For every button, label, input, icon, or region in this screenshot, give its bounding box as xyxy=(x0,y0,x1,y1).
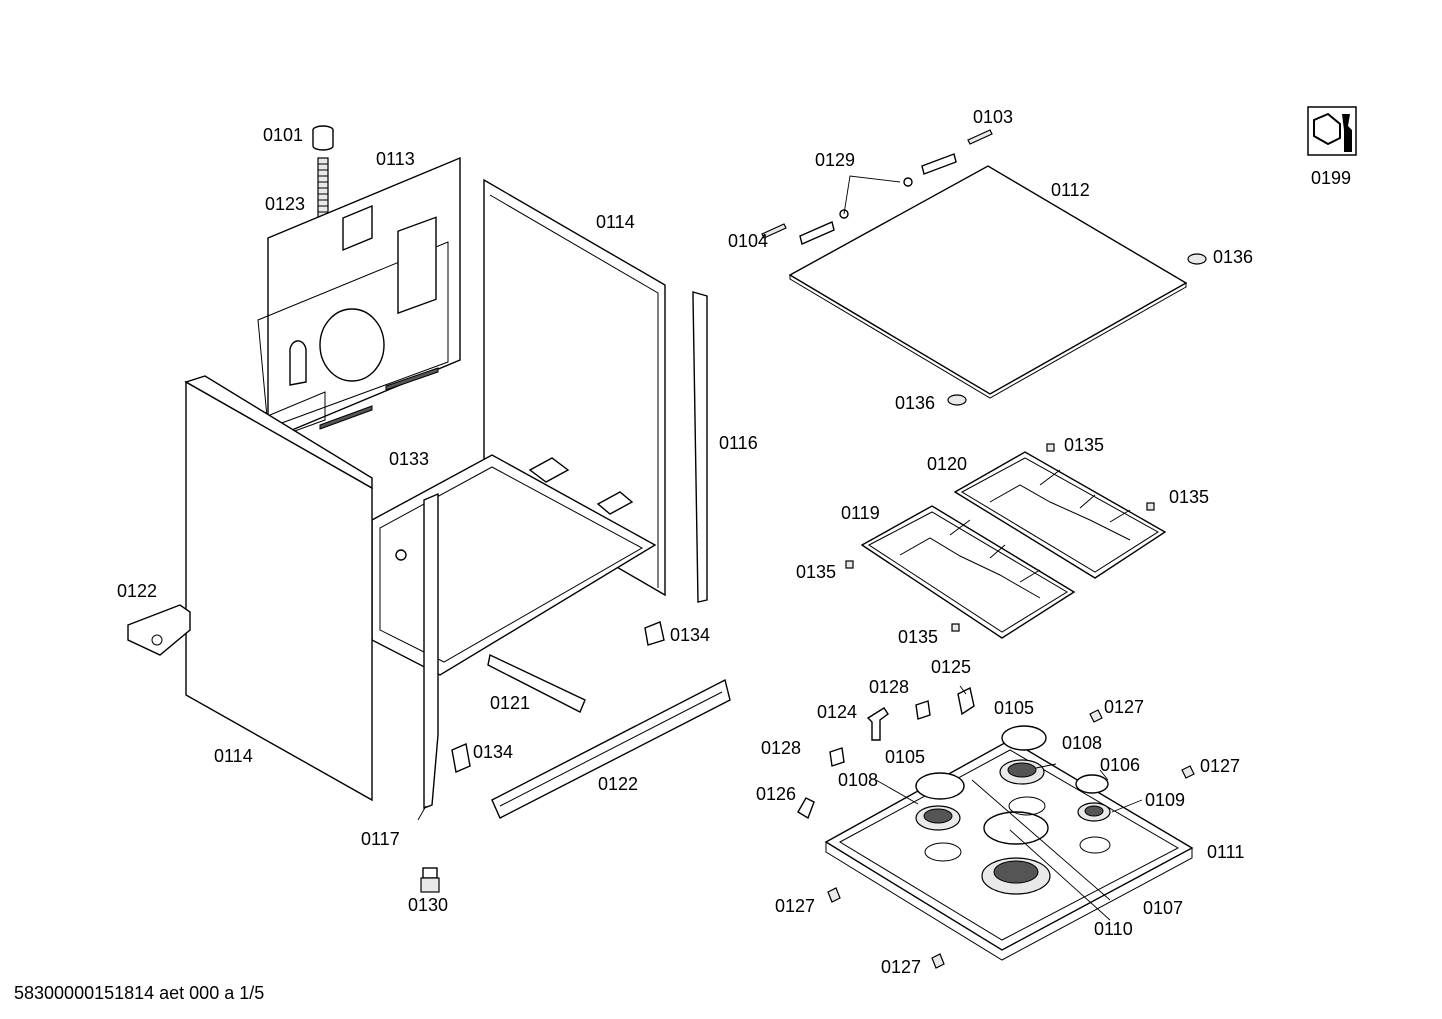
part-0120-grate xyxy=(953,451,1167,579)
label-0136-bottom: 0136 xyxy=(895,393,936,413)
label-0135-d: 0135 xyxy=(898,627,939,647)
part-0112-cover-plate xyxy=(788,165,1188,399)
part-0136-bumper-b xyxy=(947,394,967,406)
label-0104: 0104 xyxy=(728,231,769,251)
label-0119: 0119 xyxy=(841,503,880,523)
label-0134-b: 0134 xyxy=(473,742,514,762)
part-0103-screw xyxy=(967,129,993,145)
label-0129: 0129 xyxy=(815,150,856,170)
label-0112: 0112 xyxy=(1051,180,1090,200)
label-0110: 0110 xyxy=(1094,919,1133,939)
part-0105-burner-cap-a xyxy=(1001,725,1047,751)
part-0135-foot-b xyxy=(1146,502,1155,511)
label-0101: 0101 xyxy=(263,125,304,145)
part-0134-clip-b xyxy=(451,743,471,773)
part-0101-cap xyxy=(312,125,334,151)
part-0135-foot-d xyxy=(951,623,960,632)
part-0128-clip-a xyxy=(915,700,931,720)
label-0124: 0124 xyxy=(817,702,858,722)
label-0107: 0107 xyxy=(1143,898,1184,918)
label-0108-b: 0108 xyxy=(838,770,879,790)
label-0117: 0117 xyxy=(361,829,400,849)
label-0135-a: 0135 xyxy=(1064,435,1105,455)
label-0114-top: 0114 xyxy=(596,212,635,232)
part-0108-burner-b xyxy=(915,805,961,831)
document-footer: 58300000151814 aet 000 a 1/5 xyxy=(14,983,265,1003)
part-0129-hinge-b xyxy=(799,221,835,245)
part-0127-clip-a xyxy=(1089,709,1103,723)
label-0125: 0125 xyxy=(931,657,972,677)
part-0116-rail xyxy=(692,291,708,603)
label-0120: 0120 xyxy=(927,454,968,474)
service-tool-icon xyxy=(1307,106,1357,156)
part-0134-clip-a xyxy=(644,621,665,646)
part-0122-left-bracket xyxy=(127,604,191,656)
part-0127-clip-d xyxy=(931,953,945,969)
label-0126: 0126 xyxy=(756,784,797,804)
part-0119-grate xyxy=(860,505,1076,639)
label-0114-bottom: 0114 xyxy=(214,746,253,766)
part-0136-bumper-a xyxy=(1187,253,1207,265)
part-0129-hinge-a xyxy=(921,153,957,175)
label-0105-b: 0105 xyxy=(885,747,926,767)
hob-seat-a xyxy=(924,842,962,862)
part-0104-screw xyxy=(761,223,787,239)
part-0129-washer-a xyxy=(903,177,913,187)
part-0122-bottom-rail xyxy=(491,678,731,819)
label-0122-left: 0122 xyxy=(117,581,158,601)
label-0128-b: 0128 xyxy=(761,738,802,758)
leader-lines xyxy=(417,685,1143,921)
part-0127-clip-c xyxy=(827,887,841,903)
label-0134-a: 0134 xyxy=(670,625,711,645)
label-0127-b: 0127 xyxy=(1200,756,1241,776)
label-0105-a: 0105 xyxy=(994,698,1035,718)
label-0121: 0121 xyxy=(490,693,531,713)
part-0113-back-panel xyxy=(257,156,461,442)
label-0103: 0103 xyxy=(973,107,1014,127)
part-0109-burner-small xyxy=(1077,802,1111,822)
part-0130-nut xyxy=(420,867,440,893)
hob-seat-b xyxy=(1008,796,1046,816)
label-0122-bottom: 0122 xyxy=(598,774,639,794)
part-0105-burner-cap-b xyxy=(915,772,965,800)
part-0107-burner-cap-large xyxy=(983,811,1049,845)
part-0133 xyxy=(395,549,407,561)
label-0199: 0199 xyxy=(1311,168,1352,188)
label-0128-a: 0128 xyxy=(869,677,910,697)
label-0133: 0133 xyxy=(389,449,430,469)
part-0108-burner-a xyxy=(999,759,1045,785)
label-0127-d: 0127 xyxy=(881,957,922,977)
label-0111: 0111 xyxy=(1207,842,1245,862)
part-0117-front-strip xyxy=(423,492,439,810)
part-0135-foot-c xyxy=(845,560,854,569)
label-0123: 0123 xyxy=(265,194,306,214)
label-0106: 0106 xyxy=(1100,755,1141,775)
part-0114-left-panel xyxy=(184,375,373,802)
hob-seat-c xyxy=(1079,836,1111,854)
part-0127-clip-b xyxy=(1181,765,1195,779)
label-0135-c: 0135 xyxy=(796,562,837,582)
part-0106-burner-cap-small xyxy=(1075,774,1109,794)
label-0136-right: 0136 xyxy=(1213,247,1254,267)
label-0127-a: 0127 xyxy=(1104,697,1145,717)
part-0125-clip xyxy=(957,686,975,716)
label-0109: 0109 xyxy=(1145,790,1186,810)
part-0128-clip-b xyxy=(829,747,845,767)
label-0127-c: 0127 xyxy=(775,896,816,916)
part-0124-connector xyxy=(866,707,889,741)
label-0108-a: 0108 xyxy=(1062,733,1103,753)
part-0126-clip xyxy=(797,797,815,820)
part-0110-burner-large xyxy=(981,857,1051,895)
part-0135-foot-a xyxy=(1046,443,1055,452)
label-0130: 0130 xyxy=(408,895,449,915)
label-0135-b: 0135 xyxy=(1169,487,1210,507)
label-0113: 0113 xyxy=(376,149,415,169)
label-0116: 0116 xyxy=(719,433,758,453)
